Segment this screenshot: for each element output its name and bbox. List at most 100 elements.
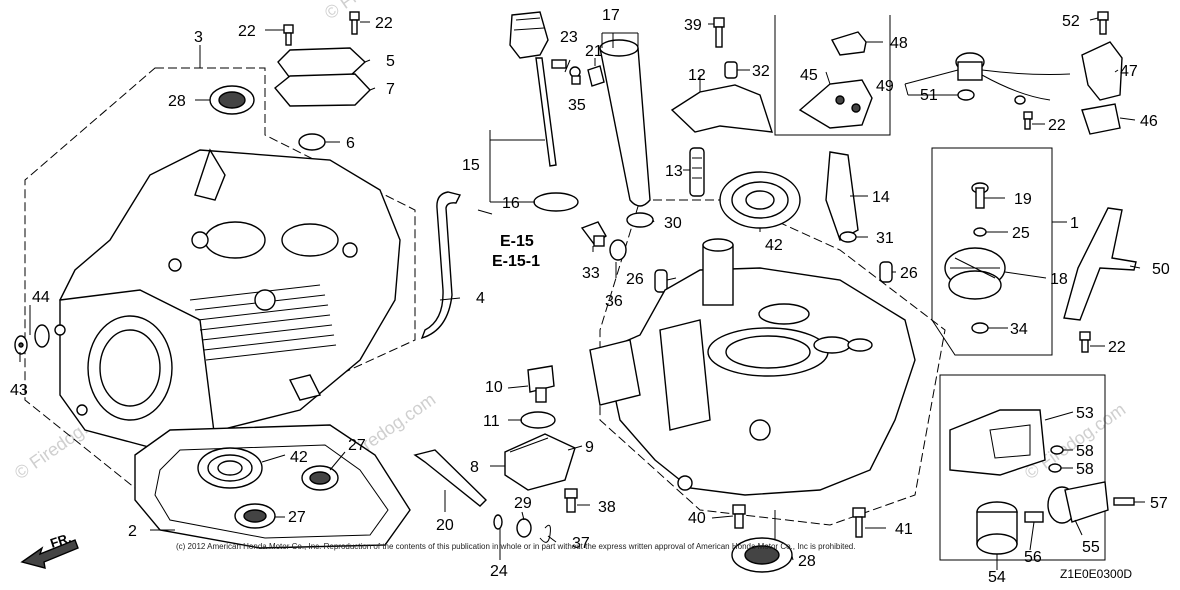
slider-11[interactable] (520, 411, 556, 429)
holder-plate-9[interactable] (504, 433, 576, 491)
oil-seal-27-upper[interactable] (301, 465, 339, 491)
callout-7: 7 (386, 81, 395, 98)
callout-22-a: 22 (238, 23, 256, 40)
dowel-26-a[interactable] (654, 269, 668, 293)
callout-48: 48 (890, 35, 908, 52)
callout-44: 44 (32, 289, 50, 306)
o-ring-51[interactable] (957, 89, 975, 101)
callout-43: 43 (10, 382, 28, 399)
pin-19[interactable] (971, 182, 989, 209)
pin-29[interactable] (516, 518, 532, 538)
callout-14: 14 (872, 189, 890, 206)
leader-lines (19, 17, 1145, 570)
callout-16: 16 (502, 195, 520, 212)
bolt-22-d[interactable] (1023, 111, 1033, 130)
callout-34: 34 (1010, 321, 1028, 338)
guide-50[interactable] (1063, 207, 1137, 321)
bracket-48[interactable] (830, 31, 867, 56)
callout-51: 51 (920, 87, 938, 104)
nipple-56[interactable] (1024, 511, 1044, 523)
o-ring-16[interactable] (533, 192, 579, 212)
sleeve-13[interactable] (689, 147, 705, 197)
ring-6[interactable] (298, 133, 326, 151)
bracket-47[interactable] (1081, 41, 1123, 101)
clip-37[interactable] (539, 524, 551, 543)
callout-25: 25 (1012, 225, 1030, 242)
governor-gear-18[interactable] (944, 247, 1006, 300)
dipstick-cap[interactable] (509, 11, 549, 59)
dowel-32[interactable] (724, 61, 738, 79)
dipstick-gauge[interactable] (535, 57, 557, 167)
o-ring-31[interactable] (839, 231, 857, 243)
oil-seal-28-top[interactable] (209, 85, 255, 115)
bolt-41[interactable] (852, 507, 866, 538)
shield-45[interactable] (798, 79, 873, 129)
bearing-42-left[interactable] (197, 447, 263, 489)
callout-15: 15 (462, 157, 480, 174)
washer-24[interactable] (493, 514, 503, 530)
cover-46[interactable] (1081, 103, 1121, 135)
front-direction-label: FR. (48, 530, 73, 551)
callout-6: 6 (346, 135, 355, 152)
callout-22-b: 22 (375, 15, 393, 32)
bolt-22-a[interactable] (283, 24, 294, 46)
callout-26-b: 26 (900, 265, 918, 282)
oil-seal-27-lower[interactable] (234, 503, 276, 529)
callout-41: 41 (895, 521, 913, 538)
plug-43[interactable] (14, 335, 28, 355)
cylinder-head[interactable] (54, 148, 401, 451)
dowel-26-b[interactable] (879, 261, 893, 283)
breather-tube-4[interactable] (420, 191, 462, 340)
callout-1: 1 (1070, 215, 1079, 232)
callout-57: 57 (1150, 495, 1168, 512)
breather-gasket-7[interactable] (274, 73, 371, 107)
callout-17: 17 (602, 7, 620, 24)
washer-34[interactable] (971, 322, 989, 334)
callout-28-a: 28 (168, 93, 186, 110)
callout-42-b: 42 (765, 237, 783, 254)
bolt-38[interactable] (564, 488, 578, 513)
collar-21[interactable] (587, 65, 605, 87)
base-55[interactable] (1047, 481, 1109, 524)
o-ring-44[interactable] (34, 324, 50, 348)
front-arrow-icon (20, 539, 79, 569)
callout-21: 21 (585, 43, 603, 60)
oil-seal-28-bottom[interactable] (731, 537, 793, 573)
drain-bolt-33[interactable] (580, 221, 607, 247)
callout-11: 11 (483, 413, 500, 430)
crankcase[interactable] (589, 238, 916, 496)
washer-58-a[interactable] (1050, 445, 1064, 455)
callout-32: 32 (752, 63, 770, 80)
bolt-39[interactable] (713, 17, 725, 48)
bolt-52[interactable] (1097, 11, 1109, 35)
oil-switch-49[interactable] (955, 52, 1071, 105)
callout-4: 4 (476, 290, 485, 307)
plate-12[interactable] (670, 84, 774, 133)
bolt-22-b[interactable] (349, 11, 360, 35)
washer-36[interactable] (609, 239, 627, 261)
callout-52: 52 (1062, 13, 1080, 30)
bolt-22-c[interactable] (1079, 331, 1091, 353)
callout-56: 56 (1024, 549, 1042, 566)
callout-47: 47 (1120, 63, 1138, 80)
cover-53[interactable] (949, 409, 1046, 476)
callout-22-d: 22 (1048, 117, 1066, 134)
callout-26-a: 26 (626, 271, 644, 288)
washer-58-b[interactable] (1048, 463, 1062, 473)
governor-holder-10[interactable] (527, 365, 555, 403)
callout-35: 35 (568, 97, 586, 114)
washer-25[interactable] (973, 227, 987, 237)
callout-58-b: 58 (1076, 461, 1094, 478)
oil-filler-tube[interactable] (599, 39, 651, 207)
bearing-42-right[interactable] (719, 171, 801, 229)
governor-arm-20[interactable] (413, 449, 487, 507)
bolt-23[interactable] (551, 59, 581, 78)
o-ring-30[interactable] (626, 212, 654, 228)
bolt-40[interactable] (732, 504, 746, 529)
washer-35[interactable] (571, 75, 581, 85)
bolt-57[interactable] (1113, 497, 1135, 506)
callout-37: 37 (572, 535, 590, 552)
callout-5: 5 (386, 53, 395, 70)
oil-filter-54[interactable] (976, 501, 1018, 555)
callout-20: 20 (436, 517, 454, 534)
